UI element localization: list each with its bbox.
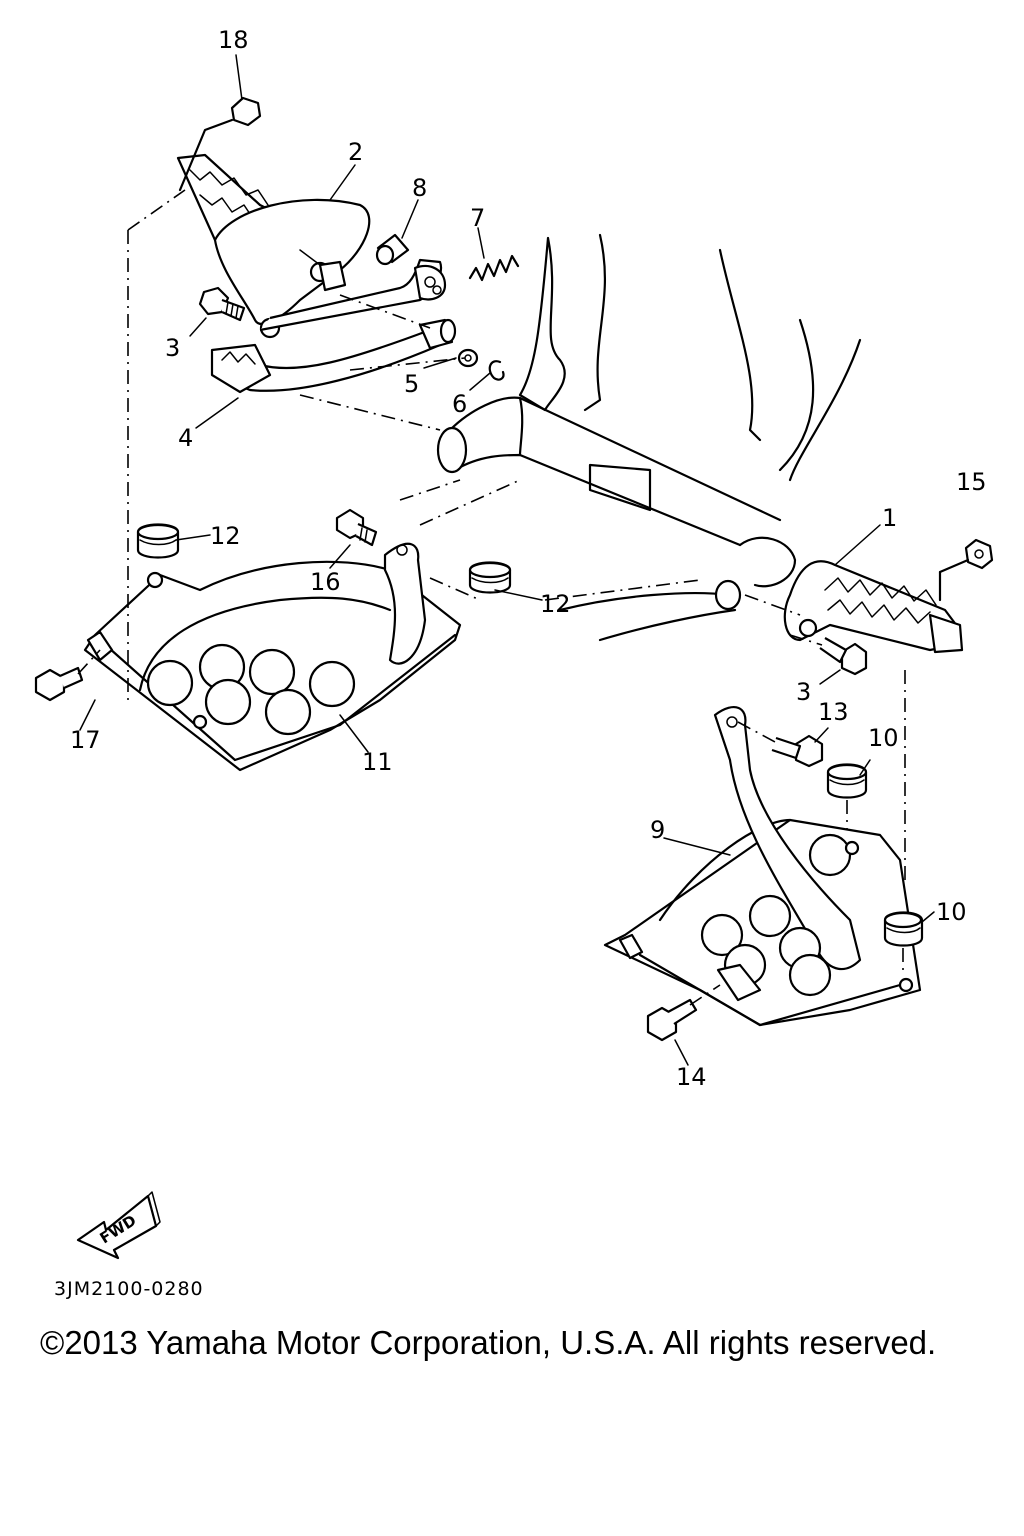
diagram-code: 3JM2100-0280 [54, 1278, 204, 1300]
right-guard-assembly [603, 705, 924, 1042]
callout-5: 5 [404, 370, 419, 398]
callout-9: 9 [650, 816, 665, 844]
callout-labels: 18 2 8 7 3 5 6 4 15 1 12 16 12 3 13 10 1… [70, 26, 987, 1091]
callout-15: 15 [956, 468, 987, 496]
copyright-notice: ©2013 Yamaha Motor Corporation, U.S.A. A… [40, 1324, 937, 1361]
callout-10-lower: 10 [936, 898, 967, 926]
frame [399, 233, 862, 642]
callout-4: 4 [178, 424, 193, 452]
left-footrest-assembly [176, 153, 520, 431]
callout-3-left: 3 [165, 334, 180, 362]
callout-8: 8 [412, 174, 427, 202]
callout-14: 14 [676, 1063, 707, 1091]
right-footrest-assembly [744, 538, 994, 880]
callout-17: 17 [70, 726, 101, 754]
callout-1: 1 [882, 504, 897, 532]
callout-10-upper: 10 [868, 724, 899, 752]
left-guard-assembly [34, 189, 701, 772]
callout-6: 6 [452, 390, 467, 418]
callout-12-left: 12 [210, 522, 241, 550]
leader-lines [79, 54, 935, 1066]
callout-13: 13 [818, 698, 849, 726]
callout-12-right: 12 [540, 590, 571, 618]
callout-3-right: 3 [796, 678, 811, 706]
callout-2: 2 [348, 138, 363, 166]
callout-11: 11 [362, 748, 393, 776]
callout-18: 18 [218, 26, 249, 54]
callout-16: 16 [310, 568, 341, 596]
fwd-arrow-icon: FWD [76, 1191, 161, 1260]
callout-7: 7 [470, 204, 485, 232]
